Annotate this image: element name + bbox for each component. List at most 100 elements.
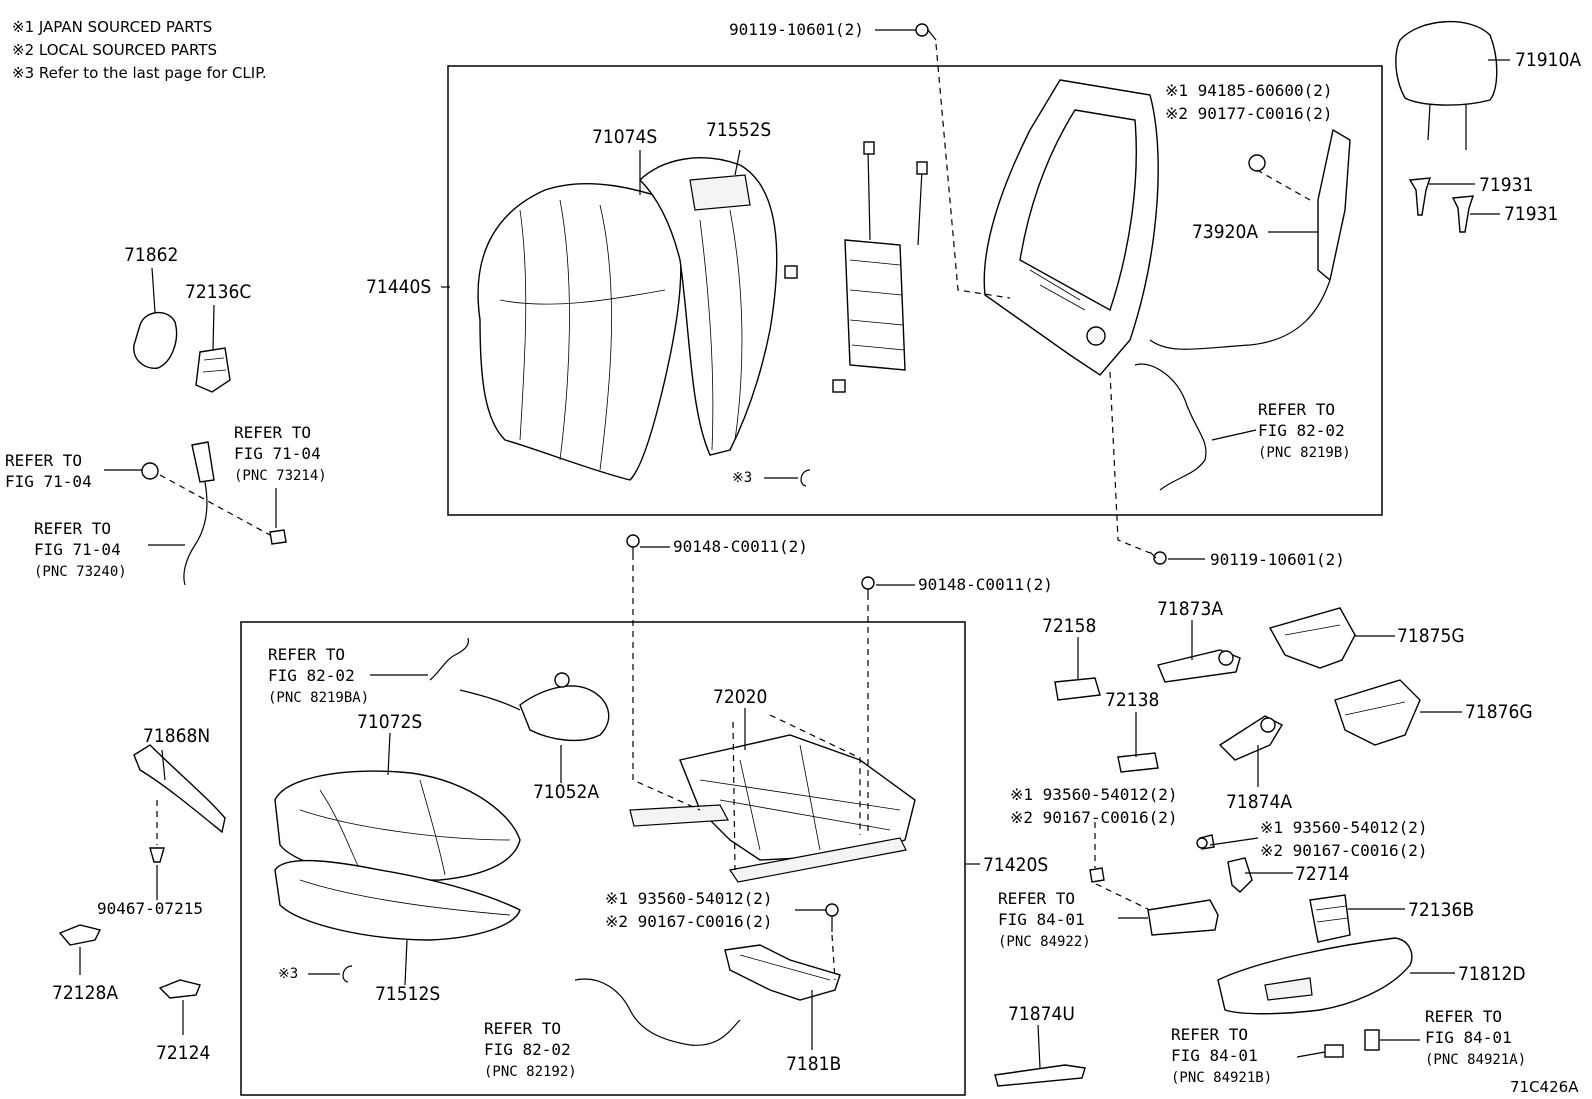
part-label-71440s[interactable]: 71440S: [366, 276, 431, 298]
part-label-71420s[interactable]: 71420S: [983, 854, 1048, 876]
svg-text:(PNC 8219BA): (PNC 8219BA): [268, 690, 369, 706]
part-label-71874u[interactable]: 71874U: [1008, 1003, 1075, 1025]
part-label-71873a[interactable]: 71873A: [1157, 598, 1223, 620]
clip-label-cushion[interactable]: ※3: [278, 966, 298, 982]
bolt-icon-mid-right: [1149, 551, 1167, 565]
part-label-72124[interactable]: 72124: [156, 1042, 210, 1064]
bracket-7181b-part[interactable]: [724, 944, 841, 1001]
part-label-71074s[interactable]: 71074S: [592, 126, 657, 148]
bolt-icon-rail: [825, 903, 839, 932]
cushion-pad-part[interactable]: [274, 859, 521, 941]
seat-switch-part[interactable]: [1089, 822, 1219, 936]
clip-icon-back: [800, 469, 811, 487]
bolt-label-mid-right[interactable]: 90119-10601(2): [1210, 550, 1345, 569]
headrest-guide-part-2[interactable]: [1451, 195, 1475, 233]
cushion-harness: [429, 637, 470, 681]
ref-fig-84-01-pnc-84921b[interactable]: REFER TO FIG 84-01 (PNC 84921B): [1171, 1025, 1272, 1086]
seatback-pad-part[interactable]: [639, 157, 778, 456]
seatback-frame-part[interactable]: [983, 79, 1159, 376]
bracket-72128a-part[interactable]: [58, 924, 102, 946]
trim-cover-72136c[interactable]: [195, 347, 231, 393]
nut-label-72714-2[interactable]: ※2 90167-C0016(2): [1260, 841, 1428, 860]
cover-71874u-part[interactable]: [994, 1064, 1086, 1087]
part-label-71931-a[interactable]: 71931: [1479, 174, 1533, 196]
part-label-72138[interactable]: 72138: [1105, 689, 1159, 711]
part-label-72136c[interactable]: 72136C: [185, 281, 251, 303]
trim-71875g-part[interactable]: [1268, 607, 1356, 669]
svg-text:(PNC 73240): (PNC 73240): [34, 564, 127, 580]
clip-90467[interactable]: [149, 800, 165, 863]
part-label-71910a[interactable]: 71910A: [1515, 49, 1581, 71]
seatbelt-buckle-part[interactable]: [141, 441, 287, 586]
nut-label-switch-1[interactable]: ※1 93560-54012(2): [1010, 785, 1178, 804]
clip-icon-cushion: [342, 965, 353, 983]
nut-label-switch-2[interactable]: ※2 90167-C0016(2): [1010, 808, 1178, 827]
ref-fig-84-01-pnc-84921a[interactable]: REFER TO FIG 84-01 (PNC 84921A): [1425, 1007, 1526, 1068]
svg-text:REFER TO: REFER TO: [5, 451, 82, 470]
trim-72714-part[interactable]: [1199, 834, 1253, 893]
connection-lines: [632, 43, 1151, 981]
part-label-7181b[interactable]: 7181B: [786, 1053, 841, 1075]
bracket-72124-part[interactable]: [158, 979, 201, 999]
cushion-harness-82192: [574, 978, 741, 1046]
svg-text:REFER TO: REFER TO: [234, 423, 311, 442]
part-label-71512s[interactable]: 71512S: [375, 983, 440, 1005]
part-label-71812d[interactable]: 71812D: [1458, 963, 1526, 985]
bolt-label-back-1[interactable]: ※1 94185-60600(2): [1165, 81, 1333, 100]
part-label-72128a[interactable]: 72128A: [52, 982, 118, 1004]
part-label-71931-b[interactable]: 71931: [1504, 203, 1558, 225]
part-label-71868n[interactable]: 71868N: [143, 725, 210, 747]
nut-label-rail-1[interactable]: ※1 93560-54012(2): [605, 889, 773, 908]
part-label-72136b[interactable]: 72136B: [1408, 899, 1474, 921]
note-1: ※1 JAPAN SOURCED PARTS: [12, 18, 212, 36]
ref-fig-82-02-pnc-8219ba[interactable]: REFER TO FIG 82-02 (PNC 8219BA): [268, 645, 369, 706]
cover-71868n-part[interactable]: [133, 744, 226, 834]
trim-cover-71862[interactable]: [133, 311, 178, 369]
seat-adjuster-harness-part[interactable]: [459, 672, 610, 742]
clip-label-back[interactable]: ※3: [732, 470, 752, 486]
part-label-71876g[interactable]: 71876G: [1465, 701, 1533, 723]
side-airbag-part[interactable]: [1149, 128, 1351, 350]
ref-fig-71-04-pnc-73214[interactable]: REFER TO FIG 71-04 (PNC 73214): [234, 423, 327, 484]
part-label-71875g[interactable]: 71875G: [1397, 625, 1465, 647]
nut-label-72714-1[interactable]: ※1 93560-54012(2): [1260, 818, 1428, 837]
leaders: [79, 29, 1510, 1069]
reference-labels: REFER TO FIG 71-04 REFER TO FIG 71-04 (P…: [5, 400, 1526, 1086]
part-label-71072s[interactable]: 71072S: [357, 711, 422, 733]
trim-72138-part[interactable]: [1117, 752, 1159, 773]
trim-71876g-part[interactable]: [1334, 679, 1421, 746]
ref-fig-71-04-a[interactable]: REFER TO FIG 71-04: [5, 451, 92, 491]
trim-72158-part[interactable]: [1054, 677, 1101, 701]
bolt-label-90148-a[interactable]: 90148-C0011(2): [673, 537, 808, 556]
ref-fig-71-04-pnc-73240[interactable]: REFER TO FIG 71-04 (PNC 73240): [34, 519, 127, 580]
svg-text:(PNC 82192): (PNC 82192): [484, 1064, 577, 1080]
seat-adjuster-rail-part[interactable]: [629, 734, 916, 883]
lumbar-support-part[interactable]: [784, 141, 928, 393]
ref-fig-82-02-pnc-8219b[interactable]: REFER TO FIG 82-02 (PNC 8219B): [1258, 400, 1351, 461]
ref-fig-84-01-pnc-84922[interactable]: REFER TO FIG 84-01 (PNC 84922): [998, 889, 1091, 950]
bolt-label-back-2[interactable]: ※2 90177-C0016(2): [1165, 104, 1333, 123]
part-label-71552s[interactable]: 71552S: [706, 119, 771, 141]
part-label-72158[interactable]: 72158: [1042, 615, 1096, 637]
bolt-label-90148-b[interactable]: 90148-C0011(2): [918, 575, 1053, 594]
part-label-71862[interactable]: 71862: [124, 244, 178, 266]
trim-71874a-part[interactable]: [1218, 715, 1283, 761]
part-label-71052a[interactable]: 71052A: [533, 781, 599, 803]
nut-label-rail-2[interactable]: ※2 90167-C0016(2): [605, 912, 773, 931]
svg-text:REFER TO: REFER TO: [1258, 400, 1335, 419]
headrest-part[interactable]: [1395, 20, 1498, 150]
trim-71873a-part[interactable]: [1157, 649, 1241, 683]
headrest-guide-part-1[interactable]: [1408, 177, 1432, 216]
seat-side-shield-part[interactable]: [1217, 937, 1413, 1058]
ref-fig-82-02-pnc-82192[interactable]: REFER TO FIG 82-02 (PNC 82192): [484, 1019, 577, 1080]
part-label-73920a[interactable]: 73920A: [1192, 221, 1258, 243]
svg-text:FIG 71-04: FIG 71-04: [234, 444, 321, 463]
part-label-90467[interactable]: 90467-07215: [97, 899, 203, 918]
part-label-72714[interactable]: 72714: [1295, 863, 1349, 885]
part-label-71874a[interactable]: 71874A: [1226, 791, 1292, 813]
bolt-label-top[interactable]: 90119-10601(2): [729, 20, 864, 39]
switch-knob-72136b[interactable]: [1309, 894, 1351, 943]
seatback-cover-part[interactable]: [477, 183, 682, 481]
part-label-72020[interactable]: 72020: [713, 686, 767, 708]
